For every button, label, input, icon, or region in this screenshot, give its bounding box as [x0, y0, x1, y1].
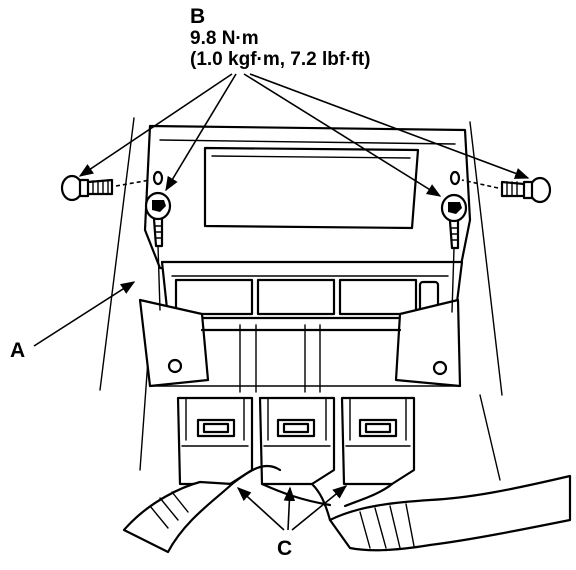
connector-right [340, 396, 416, 486]
connector-middle [258, 396, 336, 486]
body-panel-lines [99, 117, 503, 481]
unit-leader-line [33, 281, 136, 347]
bolt-left-inner [144, 191, 172, 311]
connector-label: C [277, 537, 293, 560]
unit-label: A [10, 339, 26, 362]
bolt-right-inner [440, 193, 468, 313]
wire-harness-right [260, 474, 572, 552]
srs-unit [138, 124, 472, 388]
bolt-leader-lines [78, 73, 530, 197]
torque-spec-nm: 9.8 N·m [190, 28, 259, 49]
wire-harness-left [122, 464, 282, 554]
bolt-label: B [190, 5, 206, 28]
bolt-right-outer [461, 176, 552, 204]
torque-spec-alt: (1.0 kgf·m, 7.2 lbf·ft) [190, 49, 371, 70]
connector-left [176, 396, 254, 486]
bolt-left-outer [60, 174, 151, 202]
connector-leader-lines [236, 485, 348, 531]
